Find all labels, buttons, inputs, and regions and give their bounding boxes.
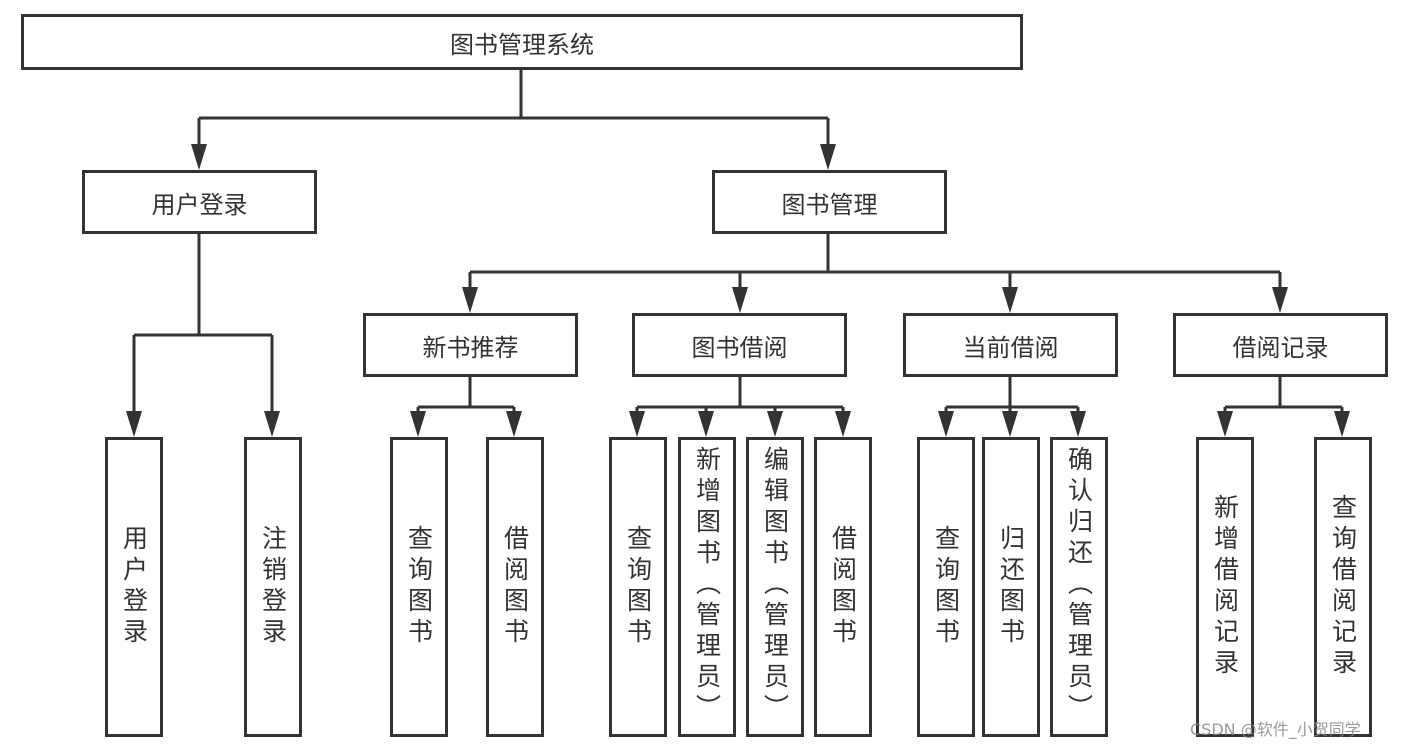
leaf-edit-book-admin: 编辑图书（管理员） — [746, 437, 804, 737]
leaf-label: 新增图书（管理员） — [692, 446, 722, 725]
leaf-label: 查询图书 — [623, 525, 653, 649]
leaf-label: 借阅图书 — [500, 525, 530, 649]
connector-line — [944, 376, 1080, 417]
root-label: 图书管理系统 — [450, 30, 594, 59]
leaf-query-book: 查询图书 — [917, 437, 975, 737]
arrow-head — [1272, 287, 1288, 313]
leaf-logout: 注销登录 — [244, 437, 302, 737]
leaf-label: 用户登录 — [119, 525, 149, 649]
node-current-borrow: 当前借阅 — [903, 313, 1118, 377]
arrow-head — [506, 411, 522, 437]
arrow-head — [1334, 411, 1350, 437]
connector-line — [1223, 376, 1344, 417]
leaf-label: 借阅图书 — [828, 525, 858, 649]
connector-line — [416, 376, 516, 417]
leaf-label: 注销登录 — [258, 525, 288, 649]
leaf-query-borrow-record: 查询借阅记录 — [1314, 437, 1372, 737]
arrow-head — [1002, 411, 1018, 437]
leaf-return-book: 归还图书 — [982, 437, 1040, 737]
leaf-label: 编辑图书（管理员） — [760, 446, 790, 725]
leaf-label: 查询图书 — [931, 525, 961, 649]
node-label: 用户登录 — [151, 190, 248, 219]
leaf-query-book: 查询图书 — [390, 437, 448, 737]
leaf-label: 归还图书 — [996, 525, 1026, 649]
node-label: 当前借阅 — [962, 333, 1059, 362]
root-node: 图书管理系统 — [21, 14, 1023, 70]
watermark: CSDN @软件_小贺同学 — [1190, 720, 1361, 739]
connector-line — [468, 233, 1282, 293]
arrow-head — [938, 411, 954, 437]
leaf-borrow-book: 借阅图书 — [814, 437, 872, 737]
arrow-head — [732, 287, 748, 313]
node-label: 借阅记录 — [1232, 333, 1329, 362]
leaf-confirm-return-admin: 确认归还（管理员） — [1050, 437, 1108, 737]
arrow-head — [126, 411, 142, 437]
leaf-label: 新增借阅记录 — [1210, 494, 1240, 680]
node-borrow-records: 借阅记录 — [1173, 313, 1388, 377]
arrow-head — [1217, 411, 1233, 437]
leaf-add-book-admin: 新增图书（管理员） — [678, 437, 736, 737]
arrow-head — [462, 287, 478, 313]
leaf-label: 确认归还（管理员） — [1064, 446, 1094, 725]
node-label: 新书推荐 — [422, 333, 519, 362]
arrow-head — [1070, 411, 1086, 437]
arrow-head — [820, 144, 836, 170]
arrow-head — [264, 411, 280, 437]
leaf-user-login: 用户登录 — [105, 437, 163, 737]
node-label: 图书管理 — [781, 190, 878, 219]
connector-line — [132, 233, 274, 417]
arrow-head — [767, 411, 783, 437]
arrow-head — [191, 144, 207, 170]
node-book-management: 图书管理 — [712, 170, 947, 234]
leaf-query-book: 查询图书 — [609, 437, 667, 737]
node-new-book-recommend: 新书推荐 — [363, 313, 578, 377]
leaf-add-borrow-record: 新增借阅记录 — [1196, 437, 1254, 737]
arrow-head — [410, 411, 426, 437]
connector-line — [197, 68, 830, 150]
node-user-login: 用户登录 — [82, 170, 317, 234]
node-book-borrow: 图书借阅 — [632, 313, 847, 377]
connector-line — [635, 376, 845, 417]
arrow-head — [698, 411, 714, 437]
node-label: 图书借阅 — [691, 333, 788, 362]
arrow-head — [629, 411, 645, 437]
arrow-head — [835, 411, 851, 437]
leaf-borrow-book: 借阅图书 — [486, 437, 544, 737]
leaf-label: 查询图书 — [404, 525, 434, 649]
arrow-head — [1002, 287, 1018, 313]
leaf-label: 查询借阅记录 — [1328, 494, 1358, 680]
